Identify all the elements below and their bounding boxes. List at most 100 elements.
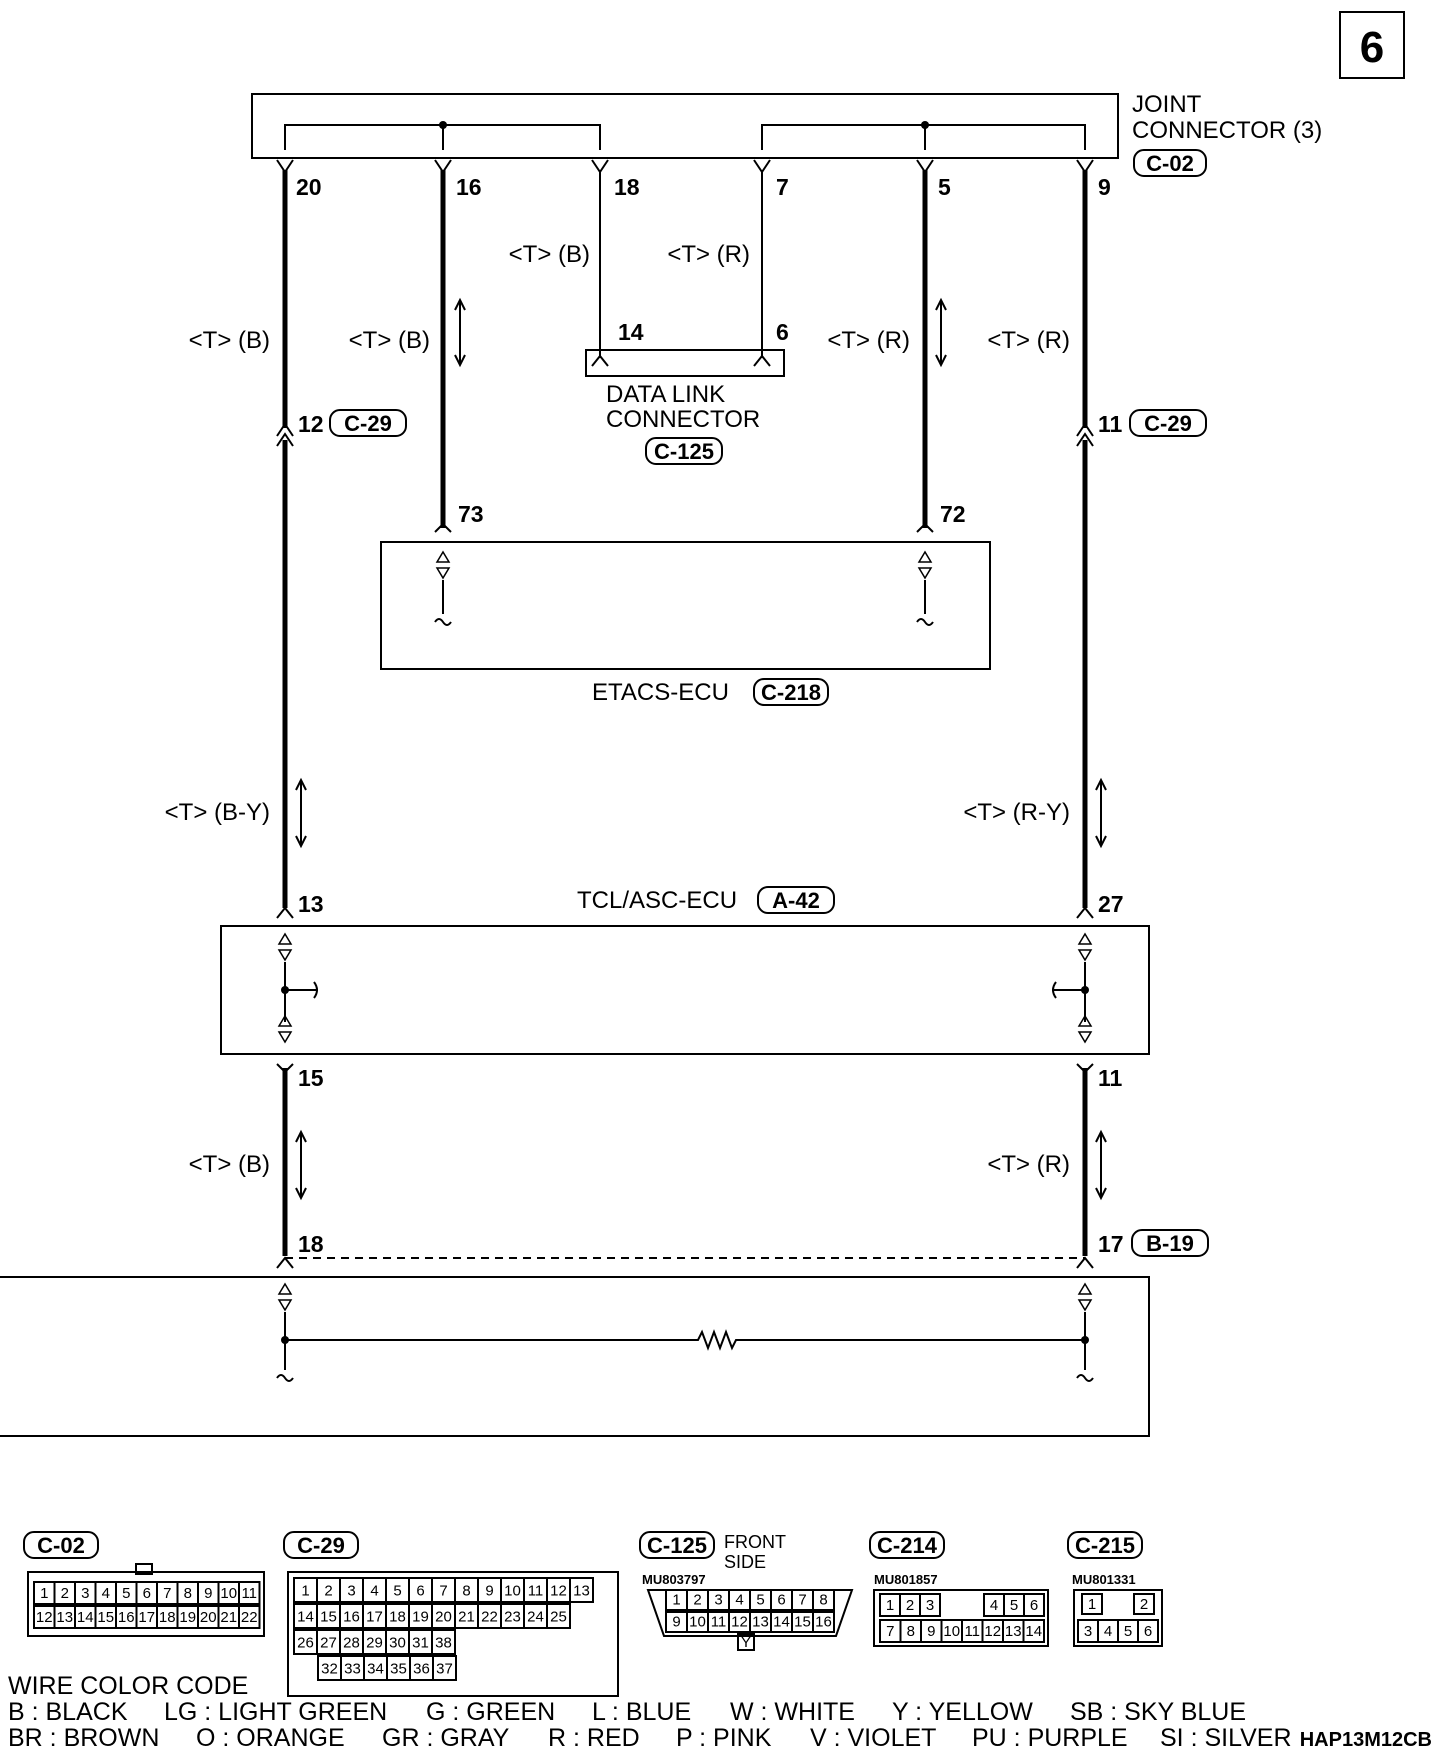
c29-r2-pin-label: 24: [527, 1608, 544, 1625]
c29-r2-pin-label: 15: [320, 1608, 337, 1625]
wire-label-right-bot: <T> (R): [987, 1151, 1070, 1178]
c215-r1-pin-label: 1: [1088, 1596, 1096, 1613]
jc-pin-forks: 20 16 18 7 5 9: [276, 159, 1111, 200]
c29-r3-cell: [431, 1629, 456, 1655]
c125-r2-pin-label: 15: [794, 1613, 811, 1630]
c214-r2-pin-label: 13: [1005, 1623, 1022, 1640]
c29-left-pin: 12: [298, 411, 324, 437]
c214-r2-pin-label: 14: [1025, 1623, 1042, 1640]
c29-r4-pin-label: 32: [321, 1660, 338, 1677]
b19-code: B-19: [1146, 1231, 1194, 1256]
jc-pin-18: 18: [614, 174, 640, 200]
etacs-label: ETACS-ECU: [592, 679, 729, 706]
c02-view-code: C-02: [37, 1533, 85, 1558]
c125-r2-pin-label: 9: [672, 1613, 680, 1630]
wire-label-right-mid: <T> (R-Y): [963, 799, 1070, 826]
wire-label-18: <T> (B): [509, 241, 590, 268]
c29-r2-pin-label: 21: [458, 1608, 475, 1625]
legend-entry: G : GREEN: [426, 1698, 555, 1726]
etacs-pin-73: 73: [458, 501, 484, 527]
c02-r2-pin-label: 22: [241, 1609, 258, 1626]
c29-r2-pin-label: 22: [481, 1608, 498, 1625]
dlc-pin-14: 14: [618, 319, 644, 345]
c02-r1-pin-label: 4: [102, 1585, 110, 1602]
c29-r2-cell: [546, 1603, 571, 1629]
joint-connector-code: C-02: [1146, 151, 1194, 176]
c29-r2-pin-label: 20: [435, 1608, 452, 1625]
c125-r2-cell: [812, 1611, 835, 1633]
c29-r3-pin-label: 26: [297, 1634, 314, 1651]
c29-r2-pin-label: 18: [389, 1608, 406, 1625]
wire-label-20: <T> (B): [189, 327, 270, 354]
c125-r2-pin-label: 11: [711, 1613, 727, 1630]
etacs-ecu: 73 72 ETACS-ECU C-218: [380, 501, 991, 706]
c29-r3-pin-label: 38: [435, 1634, 452, 1651]
etacs-code: C-218: [761, 680, 821, 705]
c29-view-code: C-29: [297, 1533, 345, 1558]
c02-r2-pin-label: 17: [138, 1609, 155, 1626]
c125-r2-pin-label: 12: [731, 1613, 748, 1630]
c215-r1-cell: [1081, 1593, 1103, 1615]
dlc-code: C-125: [654, 439, 714, 464]
c214-view-code: C-214: [877, 1533, 938, 1558]
c214-r2-pin-label: 11: [964, 1623, 980, 1640]
c02-r1-pin-label: 8: [184, 1585, 192, 1602]
c125-tab-label: Y: [741, 1634, 751, 1651]
data-link-connector: 14 6 DATA LINK CONNECTOR C-125: [585, 319, 789, 465]
c29-r3-pin-label: 30: [389, 1634, 406, 1651]
tcl-label: TCL/ASC-ECU: [577, 887, 737, 914]
c215-part: MU801331: [1072, 1572, 1136, 1587]
c29-right-code: C-29: [1144, 411, 1192, 436]
c125-r2-pin-label: 10: [689, 1613, 706, 1630]
c214-r2-pin-label: 10: [943, 1623, 960, 1640]
c29-r1-pin-label: 12: [550, 1582, 567, 1599]
wire-label-5: <T> (R): [827, 327, 910, 354]
wire-label-7: <T> (R): [667, 241, 750, 268]
jc-pin-5: 5: [938, 174, 951, 200]
c29-r2-pin-label: 25: [550, 1608, 567, 1625]
c214-r1b-pin-label: 5: [1010, 1597, 1018, 1614]
c214-r1a-pin-label: 1: [886, 1597, 894, 1614]
wires: [282, 170, 1088, 1259]
c29-r4-pin-label: 35: [390, 1660, 407, 1677]
legend-entry: R : RED: [548, 1724, 640, 1752]
legend-entry: PU : PURPLE: [972, 1724, 1128, 1752]
legend-title: WIRE COLOR CODE: [8, 1672, 248, 1700]
dlc-pin-6: 6: [776, 319, 789, 345]
c215-r2-pin-label: 5: [1124, 1623, 1132, 1640]
c29-left-code: C-29: [344, 411, 392, 436]
c02-r2-pin-label: 20: [200, 1609, 217, 1626]
tcl-pin-13: 13: [298, 891, 324, 917]
c29-r2-pin-label: 14: [297, 1608, 314, 1625]
page-number-box: 6: [1339, 11, 1405, 79]
c215-r2-pin-label: 3: [1084, 1623, 1092, 1640]
c215-r1-cell: [1133, 1593, 1155, 1615]
b19-pin-18: 18: [298, 1231, 324, 1257]
c214-r2-pin-label: 9: [927, 1623, 935, 1640]
legend-entry: SB : SKY BLUE: [1070, 1698, 1246, 1726]
c02-r1-pin-label: 9: [204, 1585, 212, 1602]
tcl-pin-15: 15: [298, 1065, 324, 1091]
c29-r1-pin-label: 11: [528, 1582, 544, 1599]
legend-entry: B : BLACK: [8, 1698, 128, 1726]
c02-r2-pin-label: 18: [159, 1609, 176, 1626]
c214-r2-cell: [1022, 1619, 1045, 1643]
c29-r1-pin-label: 1: [301, 1582, 309, 1599]
legend-entry: O : ORANGE: [196, 1724, 345, 1752]
wire-label-9: <T> (R): [987, 327, 1070, 354]
etacs-pin-72: 72: [940, 501, 966, 527]
jc-pin-9: 9: [1098, 174, 1111, 200]
c29-r1-pin-label: 9: [485, 1582, 493, 1599]
legend-entry: GR : GRAY: [382, 1724, 510, 1752]
page-number: 6: [1360, 23, 1384, 72]
c02-r1-pin-label: 1: [40, 1585, 48, 1602]
wire-label-left-bot: <T> (B): [189, 1151, 270, 1178]
c215-view-code: C-215: [1075, 1533, 1135, 1558]
joint-connector-label-2: CONNECTOR (3): [1132, 117, 1322, 144]
c02-r1-pin-label: 3: [81, 1585, 89, 1602]
c29-r2-pin-label: 19: [412, 1608, 429, 1625]
